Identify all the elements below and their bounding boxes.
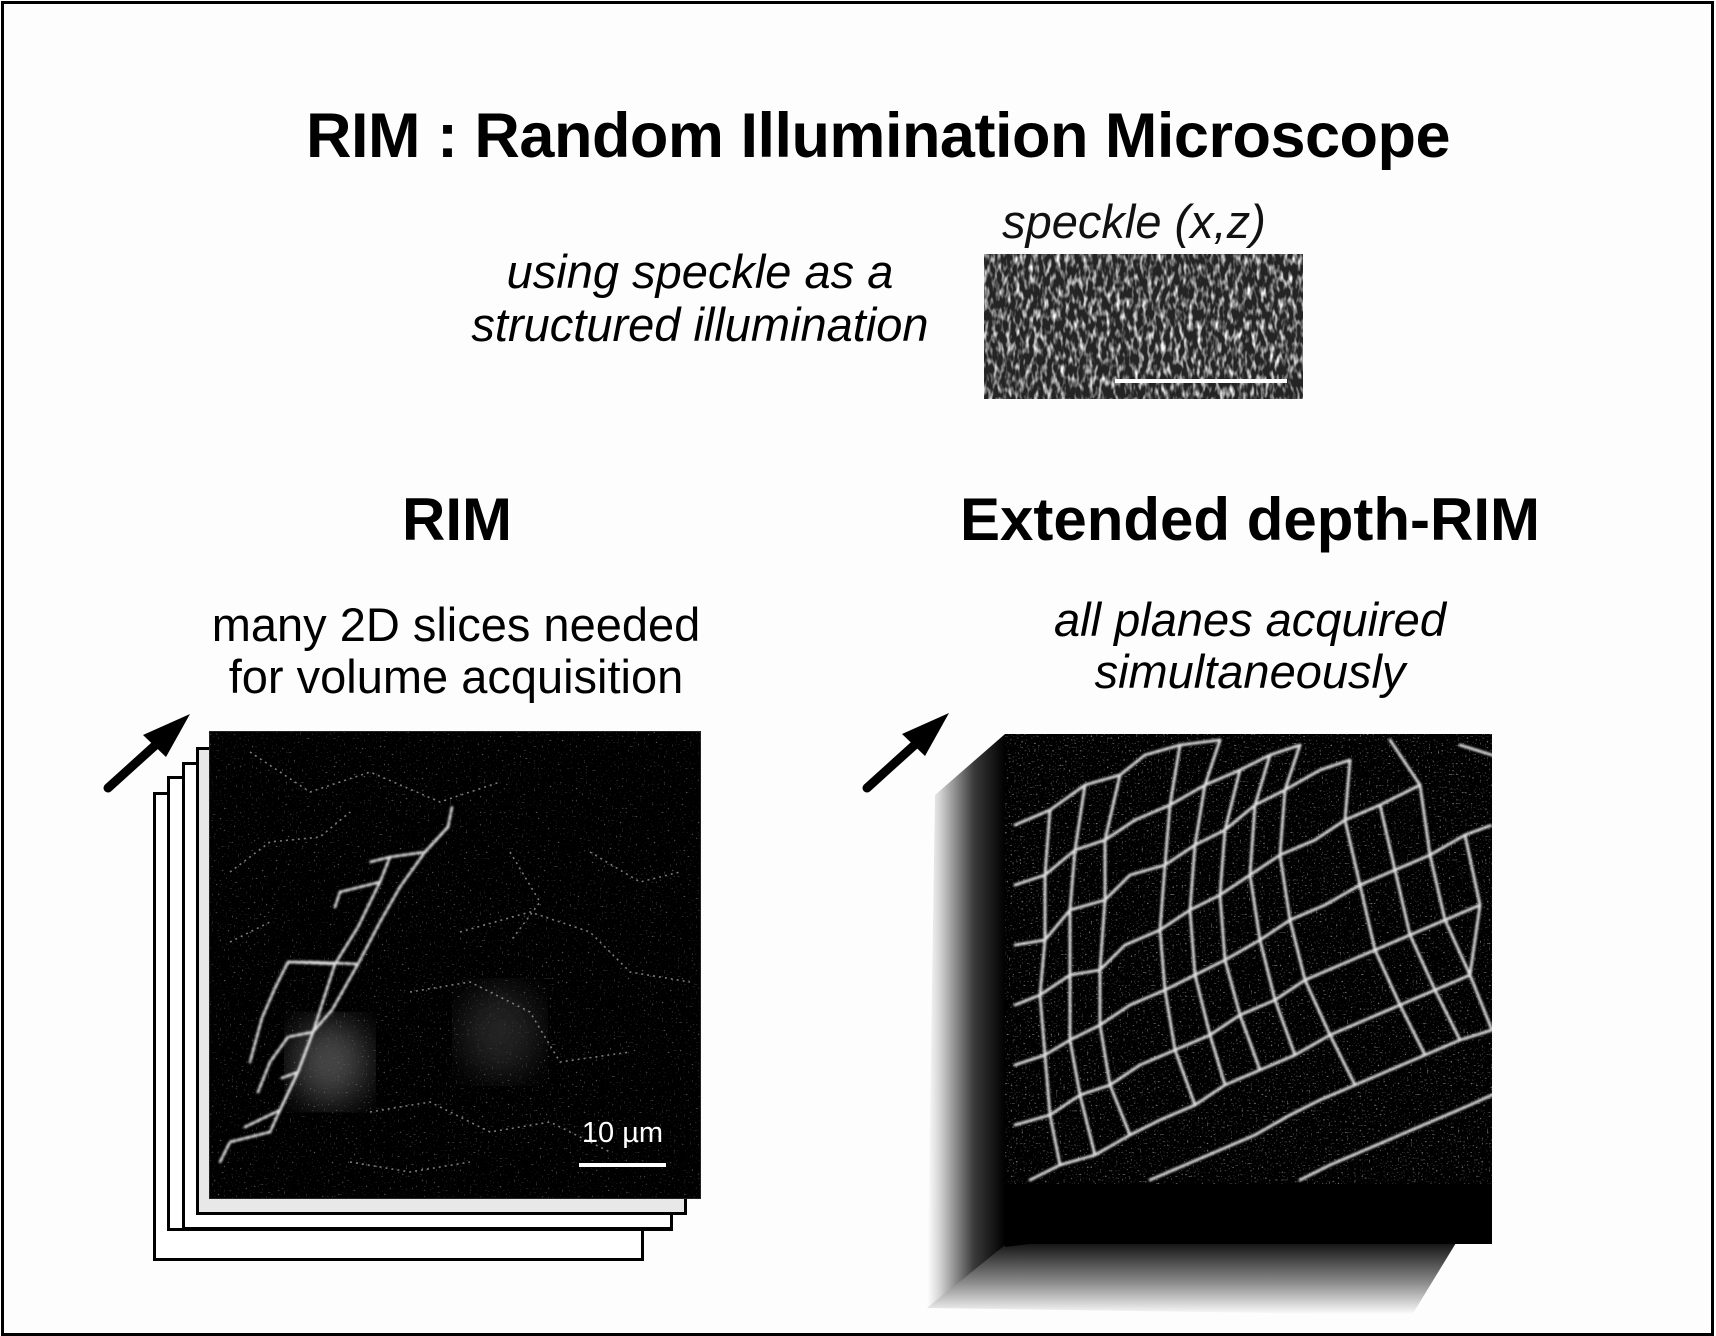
speckle-image [984, 254, 1303, 399]
speckle-panel-label: speckle (x,z) [1002, 195, 1266, 248]
speckle-caption: using speckle as a structured illuminati… [440, 245, 960, 351]
speckle-scale-bar [1115, 379, 1287, 383]
figure-title: RIM : Random Illumination Microscope [0, 100, 1716, 172]
speckle-caption-line2: structured illumination [471, 298, 929, 351]
scale-bar-label: 10 µm [581, 1117, 664, 1149]
extended-depth-rim-heading: Extended depth-RIM [960, 486, 1540, 553]
figure-title-text: RIM : Random Illumination Microscope [305, 101, 1451, 171]
speckle-caption-line1: using speckle as a [506, 245, 894, 298]
volume-block [927, 734, 1492, 1315]
arrow-up-right-icon [857, 704, 967, 804]
rim-cell-outlines [210, 732, 700, 1198]
extended-depth-volume [920, 725, 1510, 1325]
rim-subtitle: many 2D slices needed for volume acquisi… [156, 599, 756, 703]
arrow-up-right-icon [98, 705, 208, 805]
rim-slice-image [209, 731, 701, 1199]
rim-subtitle-line2: for volume acquisition [228, 650, 684, 703]
scale-bar [579, 1163, 666, 1167]
rim-subtitle-line1: many 2D slices needed [211, 598, 701, 651]
extended-depth-subtitle-line1: all planes acquired [1054, 593, 1446, 646]
speckle-pattern [984, 254, 1303, 399]
extended-depth-subtitle: all planes acquired simultaneously [950, 594, 1550, 698]
extended-depth-subtitle-line2: simultaneously [1094, 645, 1406, 698]
rim-heading: RIM [402, 486, 512, 553]
